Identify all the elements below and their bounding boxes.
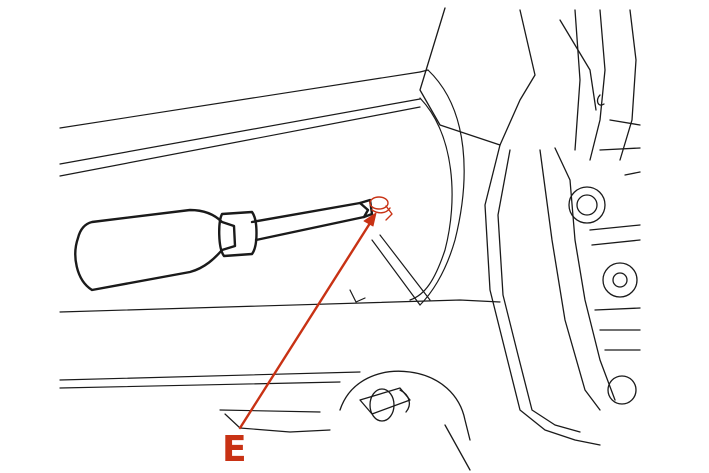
callout-label-e: E (222, 429, 247, 470)
clip-fastener (369, 196, 393, 221)
upper-rail (59, 69, 429, 177)
inner-panel (349, 69, 465, 306)
lower-rail (59, 299, 501, 433)
screwdriver-icon (74, 198, 374, 292)
lower-fitting (339, 370, 471, 471)
bolt-icon (568, 186, 641, 405)
arrow-icon (238, 212, 377, 430)
pillar-frame (419, 7, 641, 446)
